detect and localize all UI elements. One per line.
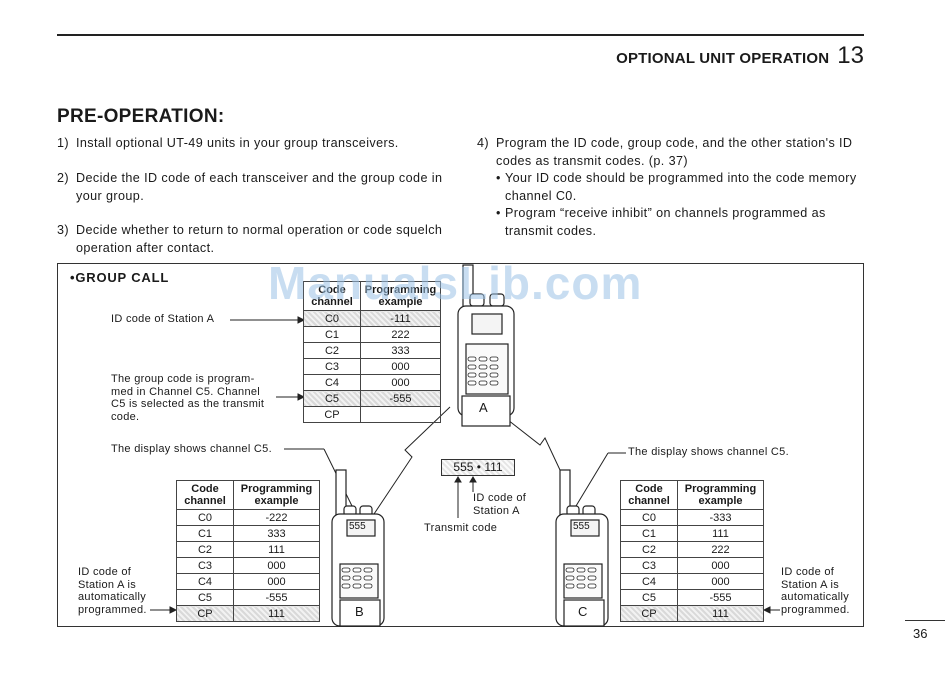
transmit-display: 555 • 111 bbox=[441, 459, 515, 476]
station-a-label: A bbox=[479, 400, 488, 415]
table-row: C0-333 bbox=[620, 509, 764, 526]
step-body: Program the ID code, group code, and the… bbox=[496, 135, 867, 240]
radio-c bbox=[555, 469, 609, 627]
section-title: PRE-OPERATION: bbox=[57, 106, 225, 127]
table-row: C0-222 bbox=[176, 509, 320, 526]
bullet-item: Your ID code should be programmed into t… bbox=[496, 170, 867, 205]
bullet-item: Program “receive inhibit” on channels pr… bbox=[496, 205, 867, 240]
table-station-b: Code channel Programming example C0-222 … bbox=[176, 480, 320, 622]
annotation-auto-right: ID code of Station A is automatically pr… bbox=[781, 566, 850, 616]
table-header-row: Code channel Programming example bbox=[176, 480, 320, 510]
step-2: 2) Decide the ID code of each transceive… bbox=[57, 170, 457, 205]
annotation-display-left: The display shows channel C5. bbox=[111, 443, 272, 455]
step-number: 3) bbox=[57, 223, 69, 237]
group-call-title: •GROUP CALL bbox=[70, 270, 170, 285]
page-header: OPTIONAL UNIT OPERATION 13 bbox=[616, 42, 864, 70]
chapter-number: 13 bbox=[837, 42, 864, 69]
header-programming-example: Programming example bbox=[677, 480, 764, 510]
step-text: Decide the ID code of each transceiver a… bbox=[76, 171, 443, 203]
step-text: Install optional UT-49 units in your gro… bbox=[76, 136, 399, 150]
step-text: Program the ID code, group code, and the… bbox=[496, 136, 853, 168]
annotation-group-code: The group code is program- med in Channe… bbox=[111, 373, 265, 423]
table-header-row: Code channel Programming example bbox=[303, 281, 441, 311]
header-code-channel: Code channel bbox=[303, 281, 361, 311]
header-programming-example: Programming example bbox=[360, 281, 441, 311]
station-c-label: C bbox=[578, 604, 588, 619]
table-row: C5-555 bbox=[303, 390, 441, 407]
step-number: 2) bbox=[57, 171, 69, 185]
header-code-channel: Code channel bbox=[620, 480, 678, 510]
table-station-a: Code channel Programming example C0-111 … bbox=[303, 281, 441, 423]
radio-a bbox=[457, 264, 515, 427]
group-call-box bbox=[57, 263, 864, 627]
radio-c-display: 555 bbox=[573, 521, 590, 532]
top-rule bbox=[57, 34, 864, 36]
step-1: 1) Install optional UT-49 units in your … bbox=[57, 135, 457, 153]
table-row: C5-555 bbox=[176, 589, 320, 606]
step-3: 3) Decide whether to return to normal op… bbox=[57, 222, 457, 257]
station-b-label: B bbox=[355, 604, 364, 619]
watermark: ManualsLib.com bbox=[268, 257, 643, 309]
header-title: OPTIONAL UNIT OPERATION bbox=[616, 50, 830, 67]
step-text: Decide whether to return to normal opera… bbox=[76, 223, 443, 255]
page-number: 36 bbox=[913, 626, 928, 641]
step-number: 1) bbox=[57, 136, 69, 150]
annotation-id-station-a: ID code of Station A bbox=[111, 313, 215, 325]
table-header-row: Code channel Programming example bbox=[620, 480, 764, 510]
step-4: 4) Program the ID code, group code, and … bbox=[477, 135, 867, 240]
header-programming-example: Programming example bbox=[233, 480, 320, 510]
annotation-transmit-code: Transmit code bbox=[424, 522, 498, 534]
radio-b-display: 555 bbox=[349, 521, 366, 532]
annotation-display-right: The display shows channel C5. bbox=[628, 446, 789, 458]
annotation-id-code-center: ID code of Station A bbox=[473, 492, 527, 517]
table-row: C0-111 bbox=[303, 310, 441, 327]
step-number: 4) bbox=[477, 136, 489, 150]
header-code-channel: Code channel bbox=[176, 480, 234, 510]
radio-b bbox=[331, 469, 385, 627]
table-station-c: Code channel Programming example C0-333 … bbox=[620, 480, 764, 622]
annotation-auto-left: ID code of Station A is automatically pr… bbox=[78, 566, 147, 616]
page-number-rule bbox=[905, 620, 945, 621]
table-row: CP bbox=[303, 406, 441, 423]
table-row: C5-555 bbox=[620, 589, 764, 606]
